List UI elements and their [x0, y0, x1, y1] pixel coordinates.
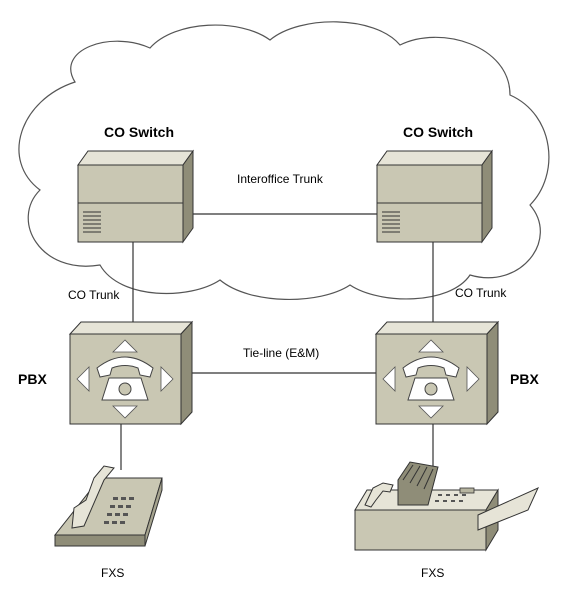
arrow-right-icon [160, 366, 174, 392]
telephone-icon [96, 356, 154, 401]
co-trunk-right-label: CO Trunk [455, 286, 507, 300]
vent-grille [83, 211, 101, 233]
arrow-right-icon [466, 366, 480, 392]
arrow-left-icon [76, 366, 90, 392]
vent-grille [382, 211, 400, 233]
fax-machine [354, 461, 540, 552]
co-switch-right [376, 149, 493, 244]
handset-icon [364, 482, 394, 508]
paper-tray [477, 487, 540, 531]
keypad-icon [104, 497, 134, 524]
arrow-down-icon [112, 405, 138, 419]
pbx-left [68, 320, 194, 426]
fax-fxs-label: FXS [421, 566, 445, 580]
pbx-left-label: PBX [18, 371, 47, 387]
arrow-up-icon [418, 339, 444, 353]
handset-icon [71, 465, 115, 529]
co-switch-left-label: CO Switch [104, 124, 175, 140]
keypad-icon [435, 494, 466, 502]
telephone-icon [402, 356, 460, 401]
arrow-up-icon [112, 339, 138, 353]
pbx-right-label: PBX [510, 371, 539, 387]
co-switch-left [77, 149, 194, 244]
phone-fxs-label: FXS [101, 566, 125, 580]
desk-phone [53, 465, 163, 547]
interoffice-trunk-label: Interoffice Trunk [237, 172, 323, 186]
co-switch-right-label: CO Switch [403, 124, 474, 140]
pbx-right [374, 320, 500, 426]
arrow-down-icon [418, 405, 444, 419]
arrow-left-icon [382, 366, 396, 392]
tie-line-label: Tie-line (E&M) [243, 346, 320, 360]
co-trunk-left-label: CO Trunk [68, 288, 120, 302]
